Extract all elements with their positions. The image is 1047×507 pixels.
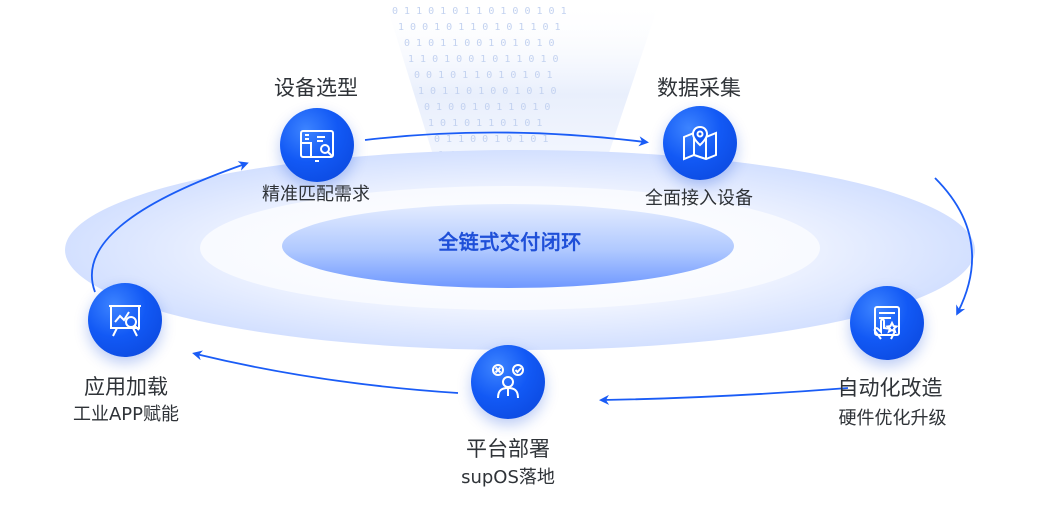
node-subtitle: 工业APP赋能 (72, 404, 180, 425)
svg-text:1 1 0 1 0 0 1 0 1 1 0 1 0: 1 1 0 1 0 0 1 0 1 1 0 1 0 (408, 54, 559, 65)
inner-ring (282, 204, 734, 288)
arrow-top (364, 131, 649, 147)
node-subtitle: 全面接入设备 (645, 188, 753, 209)
node-subtitle: supOS落地 (461, 467, 555, 488)
node-app-loading: 应用加载 工业APP赋能 (60, 283, 210, 433)
node-subtitle: 硬件优化升级 (838, 408, 947, 429)
analytics-board-icon (88, 283, 162, 357)
node-data-collection: 数据采集 全面接入设备 (624, 72, 784, 212)
svg-text:1 0 1 1 0 1 0 0 1 0 1 0: 1 0 1 1 0 1 0 0 1 0 1 0 (418, 86, 556, 97)
center-label: 全链式交付闭环 (438, 230, 582, 254)
svg-text:1 0 0 1 0 1 1 0 1 0 1 1 0 1: 1 0 0 1 0 1 1 0 1 0 1 1 0 1 (398, 22, 561, 33)
node-title: 应用加载 (84, 375, 168, 399)
arrow-right (934, 177, 974, 316)
svg-text:1 0 1 0 1 1 0 1 0 1: 1 0 1 0 1 1 0 1 0 1 (428, 118, 542, 129)
node-automation-upgrade: 自动化改造 硬件优化升级 (820, 286, 980, 431)
user-decision-icon (471, 345, 545, 419)
node-title: 自动化改造 (837, 376, 943, 400)
node-title: 设备选型 (274, 76, 358, 100)
svg-text:0 1 0 0 1 0 1 1 0 1 0: 0 1 0 0 1 0 1 1 0 1 0 (424, 102, 550, 113)
node-subtitle: 精准匹配需求 (262, 184, 370, 205)
arrow-left (90, 161, 249, 293)
svg-text:0 0 1 0 1 1 0 1 0 1 0 1: 0 0 1 0 1 1 0 1 0 1 0 1 (414, 70, 552, 81)
arrow-bottom-right (599, 387, 849, 405)
touch-screen-icon (850, 286, 924, 360)
arrow-bottom-left (192, 350, 459, 394)
svg-text:0 1 0 1 1 0 0 1 0 1 0 1 0: 0 1 0 1 1 0 0 1 0 1 0 1 0 (404, 38, 555, 49)
node-title: 平台部署 (466, 437, 550, 461)
svg-text:0 1 1 0 1 0 1 1 0 1 0 0 1 0 1: 0 1 1 0 1 0 1 1 0 1 0 0 1 0 1 (392, 6, 567, 17)
node-platform-deployment: 平台部署 supOS落地 (440, 345, 590, 495)
node-title: 数据采集 (657, 76, 741, 100)
svg-text:0 1 1 0 0 1 0 1 0 1: 0 1 1 0 0 1 0 1 0 1 (434, 134, 548, 145)
blueprint-icon (280, 108, 354, 182)
node-device-selection: 设备选型 精准匹配需求 (250, 72, 400, 212)
loop-arrows (90, 131, 974, 405)
map-pin-icon (663, 106, 737, 180)
